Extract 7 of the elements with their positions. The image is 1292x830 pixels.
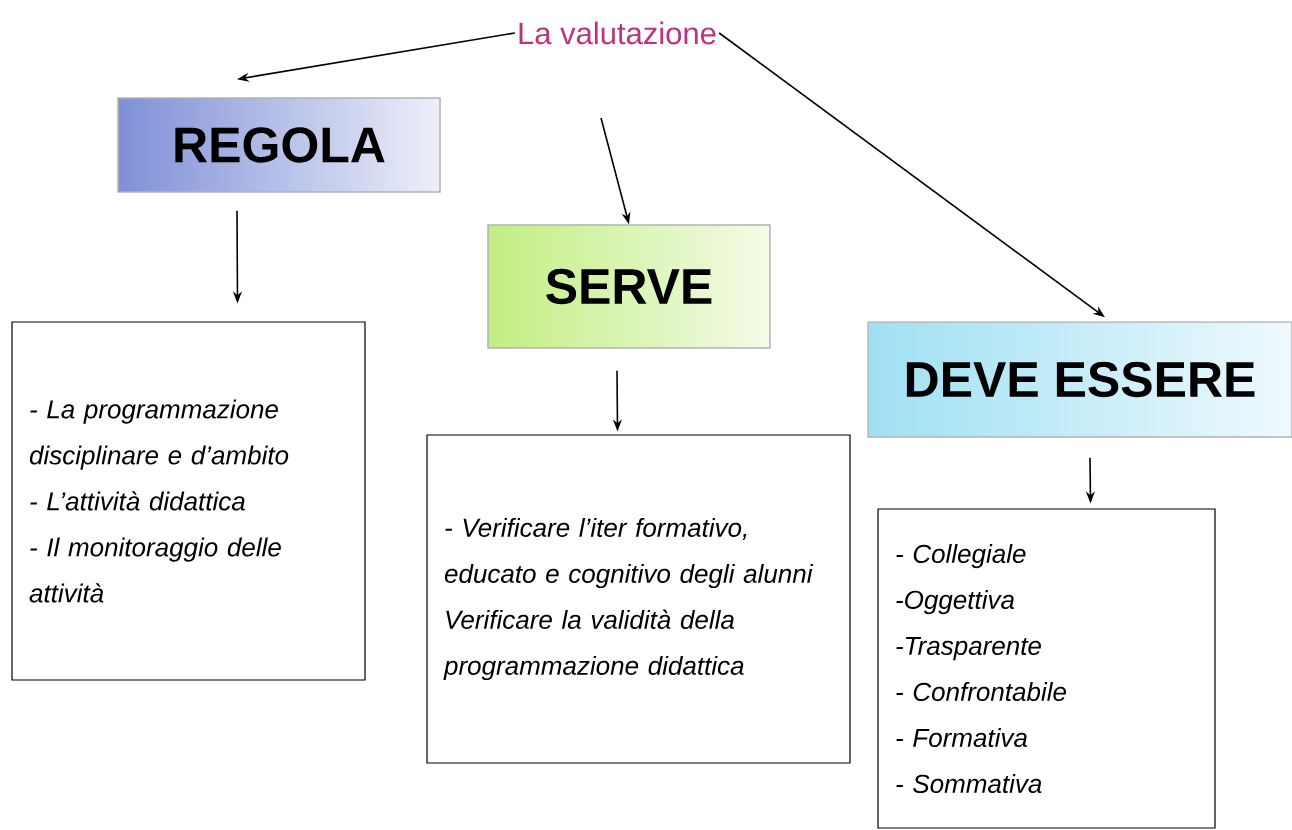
heading-box: SERVE (487, 224, 771, 349)
heading-box: REGOLA (117, 97, 441, 193)
title-text: La valutazione (519, 21, 716, 45)
text-box: - Collegiale -Oggettiva -Trasparente - Confrontabile - Formativa - Sommativa (877, 508, 1216, 829)
text-box: - La programmazione disciplinare e d’ambito - L’attività didattica - Il monitoraggio delle attività (11, 321, 366, 681)
heading-box: DEVE ESSERE (867, 321, 1292, 438)
text-box: - Verificare l’iter formativo, educato e cognitivo degli alunni Verificare la validità della programmazione didattica (426, 434, 851, 764)
